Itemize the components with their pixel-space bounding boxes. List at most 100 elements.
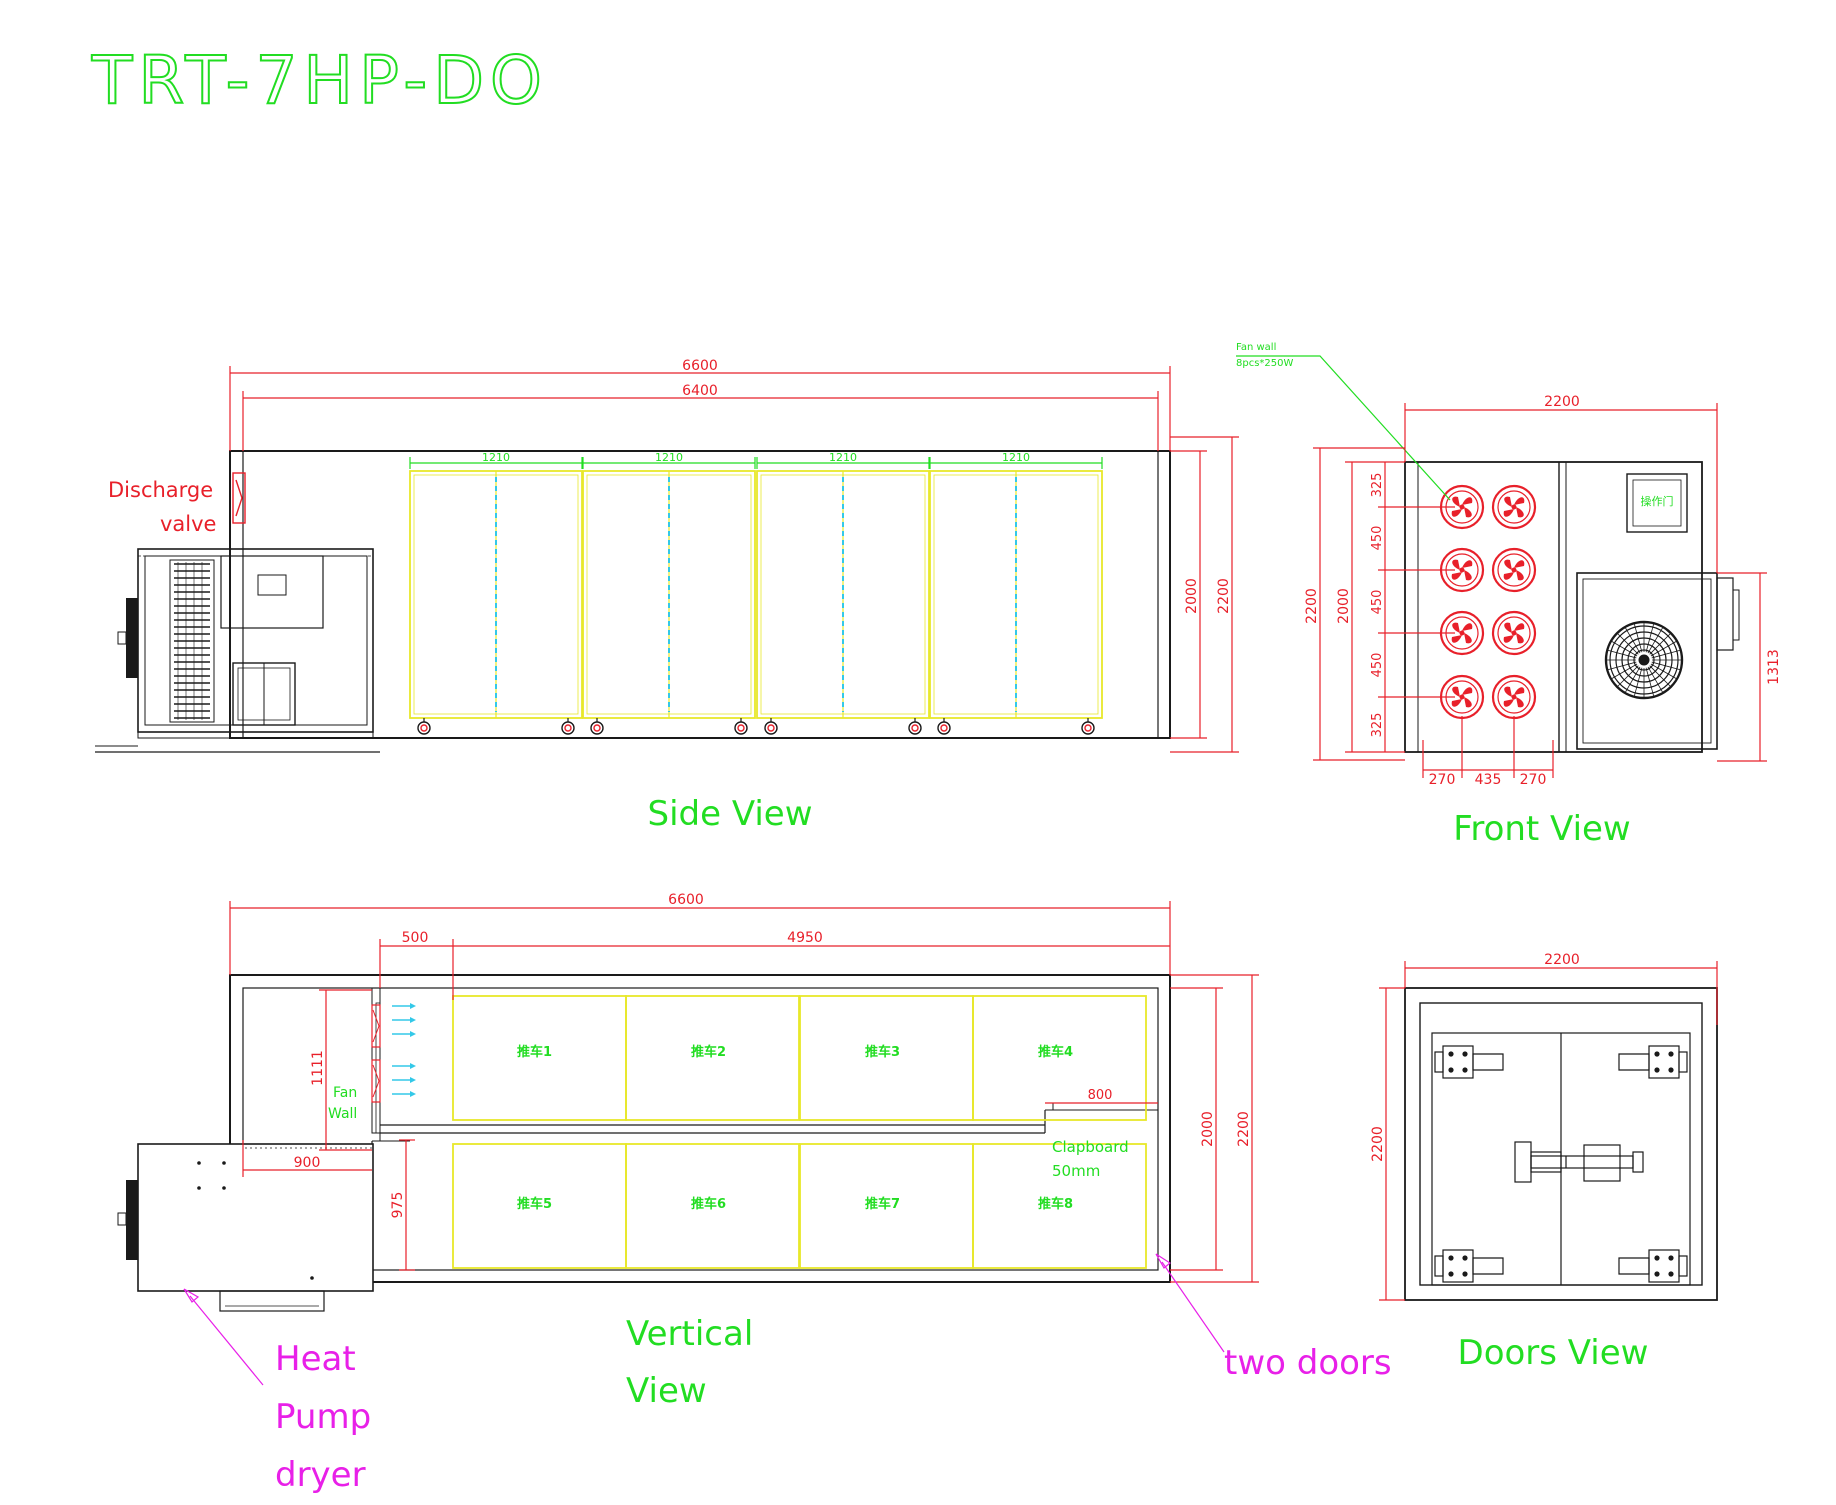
discharge-valve — [232, 472, 246, 524]
cart-label: 推车2 — [691, 1044, 726, 1060]
hinge-2 — [1618, 1045, 1688, 1079]
doors-view: 2200 2200 Doors View — [1370, 952, 1718, 1373]
cart-label: 推车4 — [1038, 1044, 1073, 1060]
dim-vert-a: 500 — [402, 930, 429, 946]
door-hinges — [1434, 1045, 1688, 1283]
dim-vert-h-outer: 2200 — [1236, 1111, 1252, 1147]
front-view-caption: Front View — [1453, 809, 1631, 849]
dim-front-row-4: 450 — [1370, 653, 1385, 678]
fan-wall-grid — [1439, 484, 1537, 720]
discharge-label-2: valve — [160, 512, 216, 536]
dim-front-col-1: 270 — [1429, 772, 1456, 788]
cart-label: 推车1 — [517, 1044, 552, 1060]
wheel — [764, 721, 778, 735]
side-carts: 1210 1210 1210 1210 — [409, 451, 1103, 735]
dim-front-h-outer: 2200 — [1304, 588, 1320, 624]
dim-front-row-2: 450 — [1370, 526, 1385, 551]
cart-7: 推车7 — [799, 1143, 974, 1269]
doors-view-caption: Doors View — [1458, 1333, 1649, 1373]
side-cart-3: 1210 — [756, 451, 930, 735]
side-cart-width-2: 1210 — [655, 451, 683, 464]
hinge-1 — [1434, 1045, 1504, 1079]
condenser-grille — [169, 559, 215, 723]
dim-front-row-5: 325 — [1370, 713, 1385, 738]
heat-pump-label-2: Pump — [275, 1397, 371, 1437]
side-view-caption: Side View — [647, 794, 812, 834]
vertical-view-caption-2: View — [626, 1371, 707, 1411]
heat-pump-side — [95, 548, 380, 753]
fan-icon — [1491, 610, 1537, 656]
clapboard-label-1: Clapboard — [1052, 1138, 1129, 1156]
dim-front-unit-h: 1313 — [1766, 649, 1782, 685]
fan-wall-label-1: Fan — [333, 1085, 357, 1101]
two-doors-label: two doors — [1224, 1343, 1392, 1383]
dim-vert-800: 800 — [1088, 1088, 1113, 1103]
cart-2: 推车2 — [625, 995, 800, 1121]
cart-label: 推车7 — [865, 1196, 900, 1212]
vertical-carts: 推车1 推车2 推车3 推车4 推车5 推车6 推车7 推车8 — [452, 995, 1147, 1269]
wheel — [590, 721, 604, 735]
cart-label: 推车3 — [865, 1044, 900, 1060]
cart-label: 推车8 — [1038, 1196, 1073, 1212]
side-cart-2: 1210 — [582, 451, 756, 735]
dim-side-h-outer: 2200 — [1216, 578, 1232, 614]
hinge-4 — [1618, 1249, 1688, 1283]
fan-wall-label-2: Wall — [328, 1106, 357, 1122]
fan-icon — [1491, 484, 1537, 530]
fan-icon — [1491, 674, 1537, 720]
dim-doors-width: 2200 — [1544, 952, 1580, 968]
cart-6: 推车6 — [625, 1143, 800, 1269]
side-cart-width-4: 1210 — [1002, 451, 1030, 464]
wheel — [908, 721, 922, 735]
access-door — [1626, 473, 1688, 533]
dim-front-width: 2200 — [1544, 394, 1580, 410]
dim-vert-h-inner: 2000 — [1200, 1111, 1216, 1147]
cart-1: 推车1 — [452, 995, 627, 1121]
fan-wall-note-2: 8pcs*250W — [1236, 358, 1294, 369]
heat-pump-top — [117, 1143, 374, 1312]
cart-label: 推车6 — [691, 1196, 726, 1212]
dim-front-h-inner: 2000 — [1336, 588, 1352, 624]
heat-pump-label-1: Heat — [275, 1339, 356, 1379]
access-door-tag: 操作门 — [1641, 494, 1674, 508]
door-lock — [1514, 1141, 1644, 1183]
cart-4: 推车4 — [972, 995, 1147, 1121]
dim-front-row-3: 450 — [1370, 590, 1385, 615]
drawing-title: TRT-7HP-DO — [91, 42, 548, 119]
fan-wall-note-1: Fan wall — [1236, 342, 1276, 353]
dim-vert-total: 6600 — [668, 892, 704, 908]
dim-side-total: 6600 — [682, 358, 718, 374]
dim-side-h-inner: 2000 — [1184, 578, 1200, 614]
wheel — [734, 721, 748, 735]
dim-front-row-1: 325 — [1370, 473, 1385, 498]
wheel — [417, 721, 431, 735]
wheel — [561, 721, 575, 735]
side-cart-width-1: 1210 — [482, 451, 510, 464]
dim-vert-900: 900 — [294, 1155, 321, 1171]
dim-doors-height: 2200 — [1370, 1126, 1386, 1162]
dim-vert-975: 975 — [390, 1192, 406, 1219]
fan-icon — [1491, 547, 1537, 593]
side-cart-4: 1210 — [929, 451, 1103, 735]
condenser-unit-front — [1576, 572, 1740, 750]
dim-vert-b: 4950 — [787, 930, 823, 946]
vertical-view-caption-1: Vertical — [626, 1314, 753, 1354]
side-cart-1: 1210 — [409, 451, 583, 735]
dim-side-inner: 6400 — [682, 383, 718, 399]
clapboard-label-2: 50mm — [1052, 1162, 1100, 1180]
cart-5: 推车5 — [452, 1143, 627, 1269]
wheel — [1081, 721, 1095, 735]
cart-label: 推车5 — [517, 1196, 552, 1212]
cart-8: 推车8 — [972, 1143, 1147, 1269]
dim-vert-fanwall: 1111 — [310, 1050, 326, 1086]
hinge-3 — [1434, 1249, 1504, 1283]
air-flow-arrows — [392, 1003, 416, 1097]
wheel — [937, 721, 951, 735]
vertical-view: 推车1 推车2 推车3 推车4 推车5 推车6 推车7 推车8 — [117, 892, 1392, 1495]
discharge-label-1: Discharge — [108, 478, 213, 502]
side-cart-width-3: 1210 — [829, 451, 857, 464]
side-view: Discharge valve 1210 1210 1210 1210 — [95, 358, 1239, 834]
front-view: 操作门 Fan wall 8pcs*250W — [1236, 342, 1782, 849]
cart-3: 推车3 — [799, 995, 974, 1121]
